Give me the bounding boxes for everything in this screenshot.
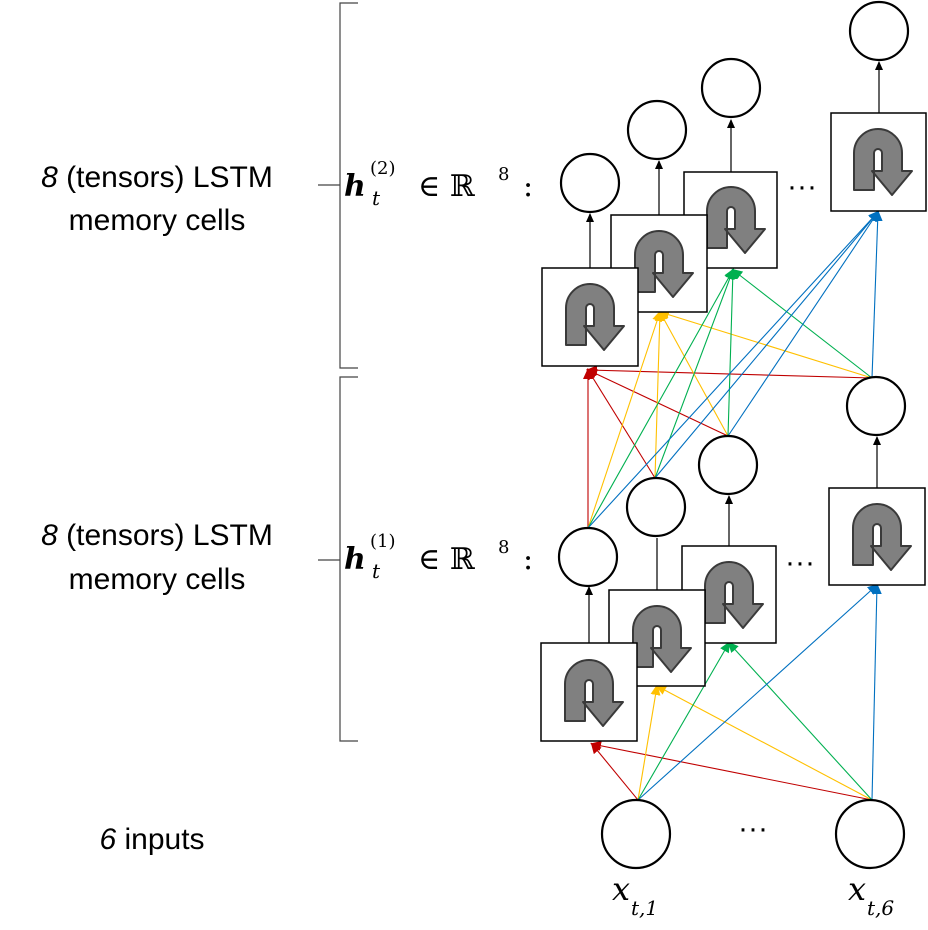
input-nodes: ··· x t,1 x t,6 <box>600 798 906 920</box>
svg-text:x: x <box>848 870 866 908</box>
layer1-output-node-1 <box>557 526 619 588</box>
layer2-label-line2: memory cells <box>69 204 246 237</box>
layer1-to-layer2-connections <box>583 210 883 529</box>
inputs-label: 6 inputs <box>99 823 204 856</box>
layer2-lstm-cell-1 <box>541 267 639 367</box>
layer2-output-node-3 <box>700 57 762 119</box>
input-node-1 <box>600 798 672 870</box>
layer2-label-line1: 8 (tensors) LSTM <box>41 161 273 194</box>
svg-text::: : <box>523 542 533 577</box>
svg-text:t,1: t,1 <box>631 896 658 920</box>
layer1-lstm-cell-1 <box>540 642 638 742</box>
layer2-output-node-8 <box>848 0 910 62</box>
svg-text:∈ ℝ: ∈ ℝ <box>418 542 476 577</box>
svg-text:t: t <box>372 559 381 583</box>
layer1-bracket <box>339 376 358 742</box>
layer2-output-node-2 <box>626 99 688 161</box>
svg-text:8: 8 <box>498 537 509 558</box>
layer1-lstm-cell-8 <box>828 487 926 586</box>
layer1-cells: ··· <box>540 375 926 742</box>
layer1-output-node-2 <box>625 476 687 538</box>
svg-text:(1): (1) <box>370 531 396 552</box>
svg-text::: : <box>523 169 533 204</box>
layer2-cells: ··· <box>541 0 927 367</box>
layer1-output-node-8 <box>845 375 907 437</box>
svg-text:h: h <box>344 542 366 577</box>
layer1-output-node-3 <box>697 434 759 496</box>
svg-text:t: t <box>372 186 381 210</box>
layer2-lstm-cell-8 <box>830 112 927 212</box>
svg-text:x: x <box>612 870 630 908</box>
input-label-x1: x t,1 <box>612 870 658 920</box>
layer2-ellipsis: ··· <box>787 170 817 203</box>
svg-text:t,6: t,6 <box>867 896 894 920</box>
input-ellipsis: ··· <box>738 812 768 845</box>
layer1-ellipsis: ··· <box>785 546 815 579</box>
svg-text:∈ ℝ: ∈ ℝ <box>418 169 476 204</box>
layer2-output-node-1 <box>559 152 621 214</box>
input-node-6 <box>834 798 906 870</box>
layer2-hidden-state-label: h (2) t ∈ ℝ 8 : <box>344 158 533 210</box>
input-to-layer1-connections <box>590 583 882 801</box>
svg-text:h: h <box>344 169 366 204</box>
input-label-x6: x t,6 <box>848 870 894 920</box>
layer1-hidden-state-label: h (1) t ∈ ℝ 8 : <box>344 531 533 583</box>
layer1-label-line1: 8 (tensors) LSTM <box>41 519 273 552</box>
layer1-label-line2: memory cells <box>69 563 246 596</box>
svg-text:(2): (2) <box>370 158 396 179</box>
svg-text:8: 8 <box>498 164 509 185</box>
